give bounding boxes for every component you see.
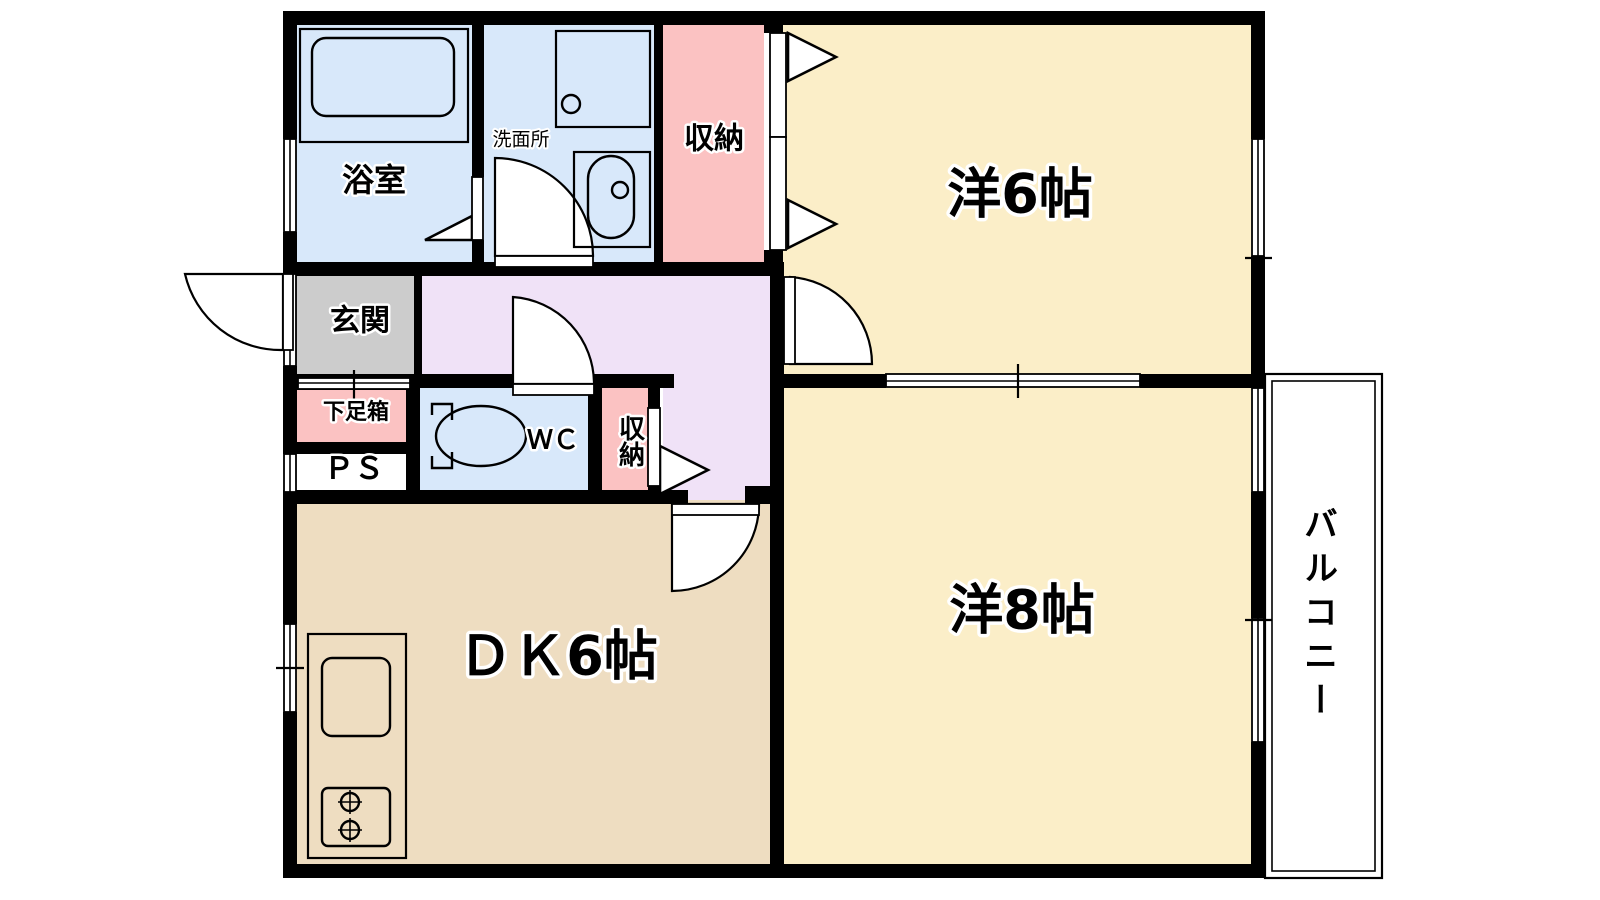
ps-window [283, 453, 297, 493]
label-shuno-upper: 収納 [684, 122, 744, 157]
windows [276, 138, 1272, 743]
wall-exterior-left-f [283, 712, 297, 878]
label-dk: ＤＫ6帖 [458, 625, 658, 688]
wall-getabako-ps [283, 442, 414, 454]
wall-exterior-right-c [1251, 492, 1265, 618]
corridor-door[interactable] [511, 295, 596, 396]
wall-nub-room6-door [764, 262, 784, 276]
wall-dk-room8-c [770, 744, 784, 878]
room-fill-yoshitsu-8 [783, 386, 1251, 878]
closet-upper-doors[interactable] [769, 30, 839, 251]
label-genkan: 玄関 [330, 304, 390, 339]
entrance-door[interactable] [183, 272, 294, 352]
wall-dk-room8 [770, 374, 784, 506]
wall-bath-washroom [472, 25, 484, 177]
wall-exterior-right-a [1251, 11, 1265, 139]
toilet [430, 402, 528, 470]
bath-window [283, 138, 297, 233]
room6-right-window [1245, 138, 1272, 260]
wall-room6-room8-left [784, 374, 886, 388]
label-senmenjo: 洗面所 [492, 129, 549, 151]
label-yokushitsu: 浴室 [342, 161, 406, 199]
wash-basin [572, 150, 652, 249]
wall-genkan-right [414, 274, 422, 374]
wall-washroom-closet [654, 25, 663, 262]
label-getabako: 下足箱 [323, 399, 389, 425]
wall-exterior-right-b [1251, 256, 1265, 388]
wall-wc-closet [588, 374, 602, 500]
room-fill-shuno-upper [663, 24, 764, 262]
label-balcony: バルコニー [1298, 506, 1338, 726]
dk-window [276, 623, 304, 713]
kitchen-counter [306, 632, 408, 860]
wall-corridor-right [770, 262, 784, 382]
wall-closet-lower-right [648, 374, 660, 408]
balcony-door-lower [1245, 617, 1272, 743]
fixtures [298, 27, 652, 860]
room-labels: 洋6帖 洋8帖 ＤＫ6帖 浴室 洗面所 収納 玄関 下足箱 ＰＳ ＷＣ 収納 バ… [320, 119, 1338, 726]
balcony-door-upper [1251, 387, 1265, 493]
two-burner-stove [320, 786, 392, 848]
closet-lower-door[interactable] [647, 407, 711, 497]
wall-exterior-left-e [283, 492, 297, 624]
label-wc: ＷＣ [527, 426, 579, 456]
wall-exterior-right-d [1251, 742, 1265, 878]
room-fill-ps [296, 452, 410, 492]
dk-door[interactable] [670, 502, 761, 593]
wall-dk-room8-b [770, 504, 784, 744]
room-fill-yoshitsu-6 [783, 24, 1251, 374]
washroom-door[interactable] [493, 156, 595, 268]
sliding-partition-room6-room8 [885, 364, 1141, 398]
getabako-sliding-line [297, 370, 411, 400]
wall-under-water-area [283, 262, 784, 276]
label-shuno-lower: 収納 [615, 415, 645, 467]
wall-top-of-dk [283, 490, 688, 504]
bathtub [298, 27, 470, 144]
label-yoshitsu-6: 洋6帖 [947, 163, 1093, 226]
bath-folding-door[interactable] [424, 176, 484, 242]
wall-wc-left [406, 374, 420, 500]
room6-door[interactable] [783, 275, 874, 366]
label-ps: ＰＳ [324, 452, 384, 487]
label-yoshitsu-8: 洋8帖 [949, 579, 1095, 642]
doors [183, 30, 874, 593]
wall-room6-room8-right [1140, 374, 1265, 388]
balcony [1263, 372, 1384, 880]
room-fill-genkan [296, 274, 414, 374]
room-fill-shuno-lower [602, 386, 648, 496]
room-fill-corridor-top [420, 274, 770, 374]
wall-exterior-left-a [283, 11, 297, 139]
washing-machine-space [554, 29, 652, 129]
wall-between-closet-and-room6 [764, 11, 783, 33]
